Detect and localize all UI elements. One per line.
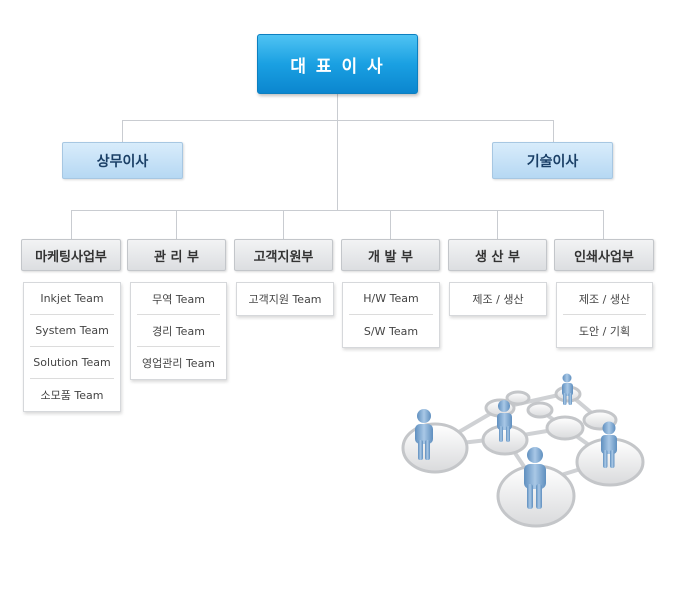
team-list-printing: 제조 / 생산 도안 / 기획	[556, 282, 653, 348]
team-item: 경리 Team	[137, 315, 220, 347]
team-item: 제조 / 생산	[563, 283, 646, 315]
connector-director-left	[122, 120, 123, 142]
team-item: 소모품 Team	[40, 389, 104, 402]
team-item: System Team	[30, 315, 114, 347]
connector-depts-h	[71, 210, 604, 211]
director-box-tech: 기술이사	[492, 142, 613, 179]
team-list-management: 무역 Team 경리 Team 영업관리 Team	[130, 282, 227, 380]
team-item: 무역 Team	[137, 283, 220, 315]
dept-production: 생 산 부	[448, 239, 547, 271]
connector-dept-4	[390, 210, 391, 239]
connector-director-right	[553, 120, 554, 142]
team-item: H/W Team	[349, 283, 433, 315]
team-list-production: 제조 / 생산	[449, 282, 547, 316]
dept-printing: 인쇄사업부	[554, 239, 654, 271]
team-list-development: H/W Team S/W Team	[342, 282, 440, 348]
team-item: 도안 / 기획	[578, 325, 631, 338]
team-list-marketing: Inkjet Team System Team Solution Team 소모…	[23, 282, 121, 412]
connector-dept-5	[497, 210, 498, 239]
ceo-box: 대 표 이 사	[257, 34, 418, 94]
dept-management: 관 리 부	[127, 239, 226, 271]
team-list-customer-support: 고객지원 Team	[236, 282, 334, 316]
dept-marketing: 마케팅사업부	[21, 239, 121, 271]
connector-dept-1	[71, 210, 72, 239]
connector-dept-2	[176, 210, 177, 239]
connector-ceo-down	[337, 94, 338, 210]
team-item: Solution Team	[30, 347, 114, 379]
connector-dept-3	[283, 210, 284, 239]
team-item: S/W Team	[363, 324, 419, 338]
team-item: 고객지원 Team	[248, 293, 322, 306]
dept-customer-support: 고객지원부	[234, 239, 333, 271]
people-network-icon	[401, 373, 645, 528]
director-box-sales: 상무이사	[62, 142, 183, 179]
team-item: 제조 / 생산	[472, 293, 524, 306]
connector-dept-6	[603, 210, 604, 239]
team-item: Inkjet Team	[30, 283, 114, 315]
connector-directors-h	[122, 120, 553, 121]
team-item: 영업관리 Team	[141, 357, 216, 370]
dept-development: 개 발 부	[341, 239, 440, 271]
